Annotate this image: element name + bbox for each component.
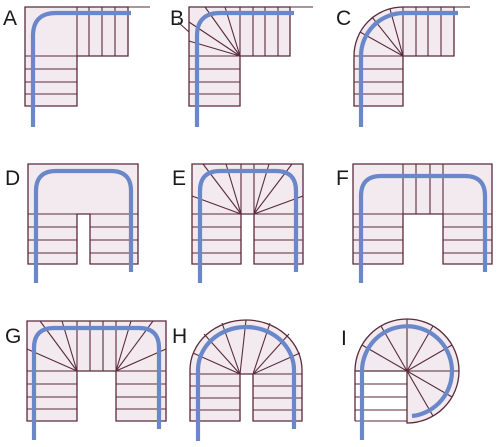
label-c: C — [336, 7, 351, 30]
label-b: B — [170, 7, 184, 30]
stair-d: D — [5, 163, 139, 283]
stair-a: A — [3, 6, 150, 127]
label-d: D — [5, 167, 20, 190]
label-h: H — [172, 325, 187, 348]
label-g: G — [5, 325, 21, 348]
label-i: I — [341, 327, 347, 350]
label-f: F — [336, 167, 349, 190]
label-e: E — [172, 167, 186, 190]
stair-c: C — [336, 6, 470, 127]
stair-i: I — [341, 318, 460, 440]
stair-g: G — [5, 320, 167, 440]
label-a: A — [3, 7, 17, 30]
stair-b: B — [170, 6, 313, 127]
stair-f: F — [336, 163, 493, 283]
stair-h: H — [172, 319, 303, 441]
stair-e: E — [172, 163, 304, 283]
